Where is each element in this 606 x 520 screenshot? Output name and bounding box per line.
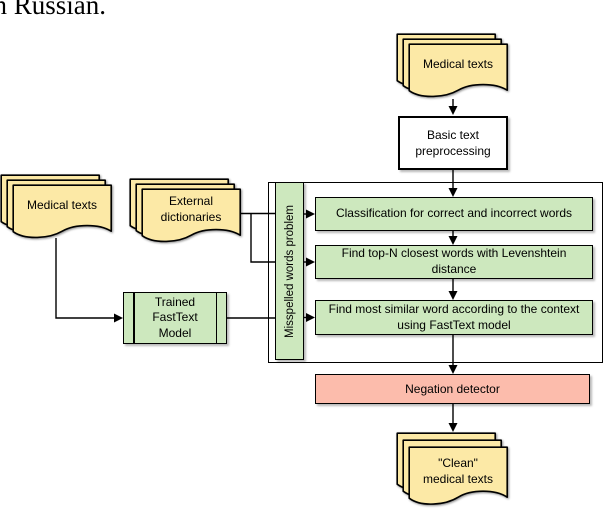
misspelled-words-problem-bar: Misspelled words problem (275, 182, 304, 360)
negation-detector-label: Negation detector (405, 382, 500, 396)
medical-texts-top-label: Medical texts (422, 57, 494, 72)
clean-medical-texts-label: "Clean" medical texts (422, 456, 494, 486)
document-stack-icon (396, 432, 508, 505)
step-levenshtein-label: Find top-N closest words with Levenshtei… (341, 246, 567, 276)
trained-fasttext-model-box: Trained FastText Model (123, 292, 227, 344)
caption-text-fragment: in Russian. (0, 0, 107, 20)
predefined-process-right-line (215, 293, 217, 343)
step-context-label: Find most similar word according to the … (328, 301, 580, 332)
basic-text-preprocessing-box: Basic text preprocessing (398, 116, 508, 170)
document-stack-icon (396, 33, 508, 98)
external-dictionaries-label: External dictionaries (160, 194, 222, 224)
clean-medical-texts-document: "Clean" medical texts (396, 432, 510, 520)
step-context-box: Find most similar word according to the … (315, 300, 593, 335)
medical-texts-top-document: Medical texts (396, 33, 510, 105)
basic-text-preprocessing-label: Basic text preprocessing (415, 127, 491, 158)
negation-detector-box: Negation detector (315, 374, 590, 404)
medical-texts-left-label: Medical texts (26, 198, 98, 213)
external-dictionaries-document: External dictionaries (129, 178, 243, 250)
misspelled-words-problem-label: Misspelled words problem (283, 204, 296, 338)
trained-fasttext-model-label: Trained FastText Model (152, 294, 198, 340)
step-classification-label: Classification for correct and incorrect… (335, 206, 573, 221)
document-stack-icon (0, 174, 112, 239)
step-classification-box: Classification for correct and incorrect… (315, 197, 593, 231)
medical-texts-left-document: Medical texts (0, 174, 114, 246)
step-levenshtein-box: Find top-N closest words with Levenshtei… (315, 245, 593, 279)
predefined-process-left-line (133, 293, 135, 343)
document-stack-icon (129, 178, 241, 243)
